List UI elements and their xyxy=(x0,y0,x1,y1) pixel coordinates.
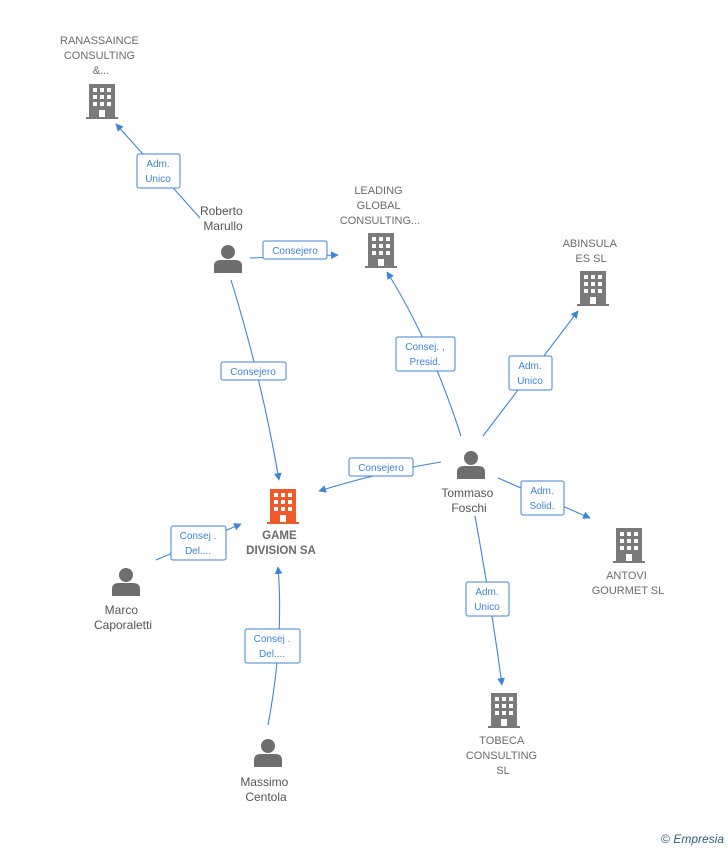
edge-label: Adm. xyxy=(475,587,498,598)
company-name: CONSULTING xyxy=(64,50,135,62)
company-node-antovi[interactable]: ANTOVI GOURMET SL xyxy=(592,528,665,597)
edge-label: Consejero xyxy=(272,246,318,257)
person-name: Marullo xyxy=(203,219,243,233)
svg-text:Massimo Centola: Massimo Centola xyxy=(240,775,291,804)
building-icon xyxy=(365,233,397,268)
brand-name: Empresia xyxy=(673,832,724,846)
company-name: SL xyxy=(496,765,509,777)
company-name: GOURMET SL xyxy=(592,585,665,597)
person-name: Centola xyxy=(245,790,287,804)
company-name: DIVISION SA xyxy=(246,545,316,557)
edge-tommaso-leading[interactable]: Consej. , Presid. xyxy=(386,271,462,437)
svg-text:Tommaso Foschi: Tommaso Foschi xyxy=(441,486,496,515)
edge-roberto-ranassaince[interactable]: Adm. Unico xyxy=(115,123,201,219)
person-name: Roberto xyxy=(200,204,243,218)
building-icon xyxy=(488,693,520,728)
edge-label: Del.... xyxy=(185,546,211,557)
edge-label: Unico xyxy=(517,376,543,387)
edge-label: Consej. , xyxy=(405,342,444,353)
edge-roberto-leading[interactable]: Consejero xyxy=(249,240,339,260)
person-node-marco-caporaletti[interactable]: Marco Caporaletti xyxy=(94,568,152,632)
person-name: Foschi xyxy=(451,501,486,515)
svg-text:GAME DIVISION SA: GAME DIVISION SA xyxy=(246,530,316,557)
person-icon xyxy=(457,451,485,479)
edge-label: Del.... xyxy=(259,649,285,660)
company-name: TOBECA xyxy=(479,735,525,747)
svg-text:LEADING GLOBAL CON: LEADING GLOBAL CONSULTING... xyxy=(340,185,420,227)
building-icon xyxy=(86,84,118,119)
person-icon xyxy=(214,245,242,273)
company-node-abinsula[interactable]: ABINSULA ES SL xyxy=(563,238,620,306)
edge-label: Consej . xyxy=(254,634,291,645)
edge-label: Adm. xyxy=(518,361,541,372)
svg-text:Adm.Unico: Adm. Unico xyxy=(145,159,171,185)
edge-massimo-game[interactable]: Consej . Del.... xyxy=(244,566,301,726)
person-node-roberto-marullo[interactable]: Roberto Marullo xyxy=(200,204,246,273)
svg-text:ANTOVI GOURMET SL: ANTOVI GOURMET SL xyxy=(592,570,665,597)
company-name: ANTOVI xyxy=(606,570,647,582)
svg-text:Consej .Del....: Consej . Del.... xyxy=(254,634,291,660)
copyright-icon: © xyxy=(661,832,670,846)
building-icon xyxy=(577,271,609,306)
svg-text:Adm.Unico: Adm. Unico xyxy=(517,361,543,387)
company-name: &... xyxy=(93,65,110,77)
edge-label: Solid. xyxy=(529,501,554,512)
svg-text:Adm.Solid.: Adm. Solid. xyxy=(529,486,554,512)
person-node-tommaso-foschi[interactable]: Tommaso Foschi xyxy=(441,451,496,515)
person-icon xyxy=(112,568,140,596)
edge-tommaso-antovi[interactable]: Adm. Solid. xyxy=(497,477,591,519)
person-name: Caporaletti xyxy=(94,618,152,632)
svg-text:Adm.Unico: Adm. Unico xyxy=(474,587,500,613)
edge-label: Consejero xyxy=(230,367,276,378)
person-name: Massimo xyxy=(240,775,288,789)
edge-label: Consejero xyxy=(358,463,404,474)
footer-brand: © Empresia xyxy=(661,832,724,846)
svg-text:TOBECA CONSULTING: TOBECA CONSULTING SL xyxy=(466,735,540,777)
company-node-game-division[interactable]: GAME DIVISION SA xyxy=(246,489,316,557)
svg-text:Consej. ,Presid.: Consej. , Presid. xyxy=(405,342,444,368)
edge-label: Consej . xyxy=(180,531,217,542)
svg-text:Roberto Marullo: Roberto Marullo xyxy=(200,204,246,233)
edge-label: Unico xyxy=(474,602,500,613)
company-node-ranassaince[interactable]: RANASSAINCE CONSULTING &... xyxy=(60,35,142,119)
edge-tommaso-game[interactable]: Consejero xyxy=(318,457,442,493)
company-node-tobeca[interactable]: TOBECA CONSULTING SL xyxy=(466,693,540,777)
company-name: RANASSAINCE xyxy=(60,35,139,47)
company-name: ABINSULA xyxy=(563,238,618,250)
company-name: GAME xyxy=(262,530,297,542)
company-name: CONSULTING... xyxy=(340,215,420,227)
building-icon xyxy=(267,489,299,524)
person-name: Tommaso xyxy=(441,486,493,500)
person-icon xyxy=(254,739,282,767)
edge-label: Unico xyxy=(145,174,171,185)
company-name: CONSULTING xyxy=(466,750,537,762)
company-name: ES SL xyxy=(575,253,606,265)
company-name: GLOBAL xyxy=(357,200,401,212)
edge-tommaso-abinsula[interactable]: Adm. Unico xyxy=(482,310,579,437)
building-icon xyxy=(613,528,645,563)
edge-marco-game[interactable]: Consej . Del.... xyxy=(155,523,242,561)
svg-text:ABINSULA ES SL: ABINSULA ES SL xyxy=(563,238,620,265)
edge-label: Presid. xyxy=(409,357,440,368)
company-name: LEADING xyxy=(354,185,402,197)
svg-text:Consej .Del....: Consej . Del.... xyxy=(180,531,217,557)
svg-text:Marco Caporaletti: Marco Caporaletti xyxy=(94,603,152,632)
person-name: Marco xyxy=(105,603,139,617)
person-node-massimo-centola[interactable]: Massimo Centola xyxy=(240,739,291,804)
svg-text:RANASSAINCE CONSULTING: RANASSAINCE CONSULTING &... xyxy=(60,35,142,77)
edge-label: Adm. xyxy=(530,486,553,497)
edge-tommaso-tobeca[interactable]: Adm. Unico xyxy=(465,515,510,686)
company-node-leading[interactable]: LEADING GLOBAL CONSULTING... xyxy=(340,185,420,268)
edge-roberto-game[interactable]: Consejero xyxy=(220,279,287,481)
edge-label: Adm. xyxy=(146,159,169,170)
